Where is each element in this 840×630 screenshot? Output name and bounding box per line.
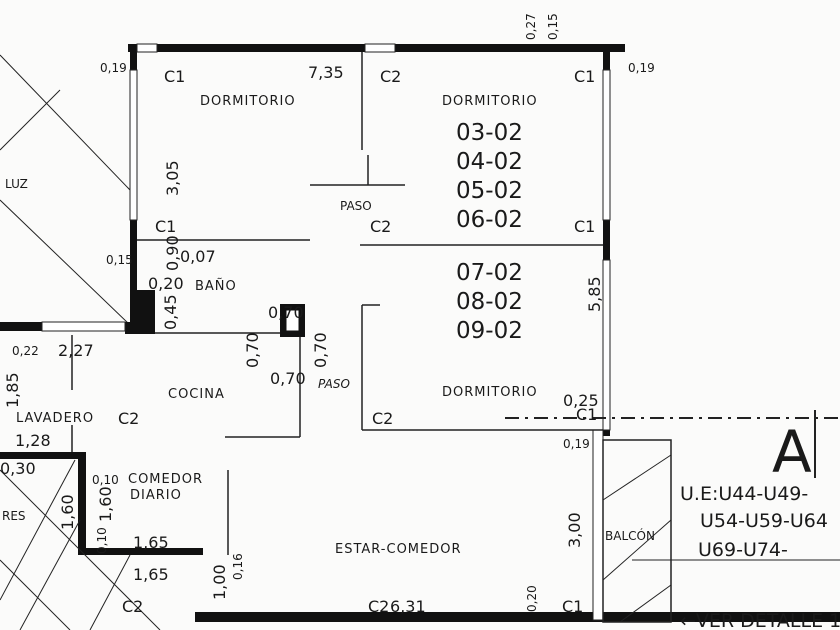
ue-line-1: U.E:U44-U49- [680, 483, 808, 505]
dim-0-27: 0,27 [524, 13, 538, 40]
dim-0-19: 0,19 [628, 61, 655, 75]
column-label: C1 [155, 217, 176, 236]
dim-3-00: 3,00 [565, 512, 584, 548]
dim-0-70: 0,70 [243, 332, 262, 368]
dim-1-60: 1,60 [96, 486, 115, 522]
room-comedor: COMEDOR [128, 472, 203, 487]
dim-1-60: 1,60 [58, 494, 77, 530]
column-label: C2 [368, 597, 389, 616]
room-lavadero: LAVADERO [16, 411, 94, 426]
label-luz: LUZ [5, 177, 28, 191]
column-labels: C1 C2 C1 C1 C2 C1 C2 C2 C1 C2 C2 C1 [118, 67, 597, 616]
dim-1-65: 1,65 [133, 565, 169, 584]
light-well-hatch [0, 54, 131, 326]
dim-0-70: 0,70 [311, 332, 330, 368]
walls [0, 44, 840, 622]
dim-0-20: 0,20 [525, 585, 539, 612]
column-label: C1 [576, 405, 597, 424]
dim-0-30: 0,30 [0, 459, 36, 478]
dim-1-65: 1,65 [133, 533, 169, 552]
column-label: C2 [380, 67, 401, 86]
dim-7-35: 7,35 [308, 63, 344, 82]
room-dormitorio-3: DORMITORIO [442, 385, 538, 400]
dim-0-70: 0,70 [268, 303, 304, 322]
dim-0-10: 0,10 [95, 527, 109, 554]
unit-number: 09-02 [456, 318, 523, 344]
column-label: C1 [574, 67, 595, 86]
windows [41, 43, 611, 621]
column-label: C2 [122, 597, 143, 616]
dim-0-45: 0,45 [161, 294, 180, 330]
dim-1-28: 1,28 [15, 431, 51, 450]
room-estar-comedor: ESTAR-COMEDOR [335, 542, 462, 557]
column-label: C1 [562, 597, 583, 616]
room-paso-1: PASO [340, 199, 372, 213]
unit-number: 07-02 [456, 260, 523, 286]
tiled-area-hatch [0, 459, 161, 630]
dim-6-31: 6,31 [390, 597, 426, 616]
unit-number: 03-02 [456, 120, 523, 146]
dim-0-90: 0,90 [163, 235, 182, 271]
room-bano: BAÑO [195, 278, 237, 294]
dim-0-10: 0,10 [92, 473, 119, 487]
detail-note: ←VER DETALLE 1 [680, 610, 840, 630]
column-label: C1 [164, 67, 185, 86]
column-label: C1 [574, 217, 595, 236]
room-balcon: BALCÓN [605, 528, 655, 543]
dim-0-22: 0,22 [12, 344, 39, 358]
room-dormitorio-2: DORMITORIO [442, 94, 538, 109]
dimensions: 7,35 3,05 5,85 3,00 6,31 2,27 1,85 1,28 … [0, 13, 655, 616]
unit-number: 04-02 [456, 149, 523, 175]
ue-line-3: U69-U74- [698, 539, 788, 561]
dim-0-07: 0,07 [180, 247, 216, 266]
dim-0-16: 0,16 [231, 553, 245, 580]
dim-1-00: 1,00 [210, 564, 229, 600]
dim-0-15: 0,15 [546, 13, 560, 40]
dim-0-25: 0,25 [563, 391, 599, 410]
dim-0-19: 0,19 [100, 61, 127, 75]
dim-5-85: 5,85 [585, 276, 604, 312]
room-diario: DIARIO [130, 488, 182, 503]
column-label: C2 [118, 409, 139, 428]
room-dormitorio-1: DORMITORIO [200, 94, 296, 109]
column-label: C2 [372, 409, 393, 428]
ue-line-2: U54-U59-U64 [700, 510, 828, 532]
dim-2-27: 2,27 [58, 341, 94, 360]
block-label: A [772, 418, 812, 486]
dim-1-85: 1,85 [3, 372, 22, 408]
room-cocina: COCINA [168, 387, 225, 402]
unit-number: 05-02 [456, 178, 523, 204]
label-res: RES [2, 509, 26, 523]
dim-0-19: 0,19 [563, 437, 590, 451]
unit-list: 03-02 04-02 05-02 06-02 07-02 08-02 09-0… [456, 120, 523, 344]
partitions [71, 52, 603, 555]
balcony [602, 439, 672, 623]
unit-number: 08-02 [456, 289, 523, 315]
dim-0-70: 0,70 [270, 369, 306, 388]
column-label: C2 [370, 217, 391, 236]
dim-0-20: 0,20 [148, 274, 184, 293]
dim-0-15: 0,15 [106, 253, 133, 267]
dim-3-05: 3,05 [163, 160, 182, 196]
room-paso-2: PASO [318, 377, 350, 391]
unit-number: 06-02 [456, 207, 523, 233]
